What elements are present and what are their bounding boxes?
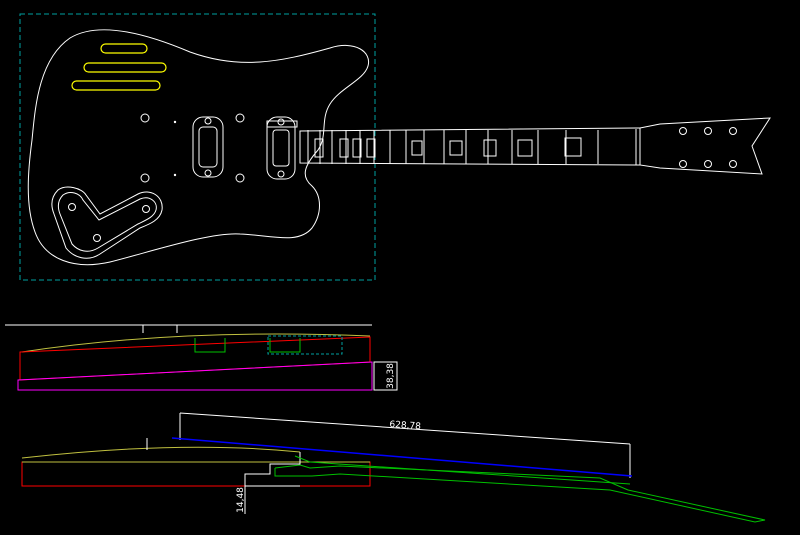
control-plate-outer [51, 186, 163, 259]
pickup-inner [198, 126, 218, 168]
control-knob-hole [93, 234, 101, 242]
pickup-slot-1 [100, 43, 148, 54]
cavity-dashed [267, 335, 343, 355]
fret-inlay [366, 138, 376, 158]
pickup-screw [277, 170, 285, 178]
neck-pickup-cavity [266, 116, 296, 180]
fret-inlay [517, 139, 533, 157]
tuner-hole [729, 127, 737, 135]
pickup-slot-3 [71, 80, 161, 91]
fret-inlay [411, 140, 423, 156]
fret-inlay [352, 138, 362, 158]
fret-inlay [339, 138, 349, 158]
knob-hole [235, 173, 245, 183]
thickness-dim-box [373, 361, 398, 391]
arched-top-curve-2 [21, 446, 301, 459]
body-bottom-magenta [17, 361, 373, 391]
neck-pickup-inner [272, 129, 290, 167]
pickup-screw [277, 118, 285, 126]
fret-inlay [564, 137, 582, 157]
neck-profile-green [274, 464, 766, 523]
scale-dim-line [179, 412, 631, 445]
body-bounding-frame [19, 13, 376, 281]
tuner-hole [704, 127, 712, 135]
pickup-screw [204, 117, 212, 125]
fret-inlay [449, 140, 463, 156]
cavity-green [194, 338, 226, 353]
body-side-red-2 [21, 461, 371, 487]
tuner-hole [679, 127, 687, 135]
fret-inlay [483, 139, 497, 157]
headstock-outline [639, 117, 771, 175]
tuner-hole [704, 160, 712, 168]
string-line [171, 437, 633, 477]
pickup-cavity [192, 116, 224, 178]
knob-hole [140, 113, 150, 123]
neck-outline [299, 127, 641, 166]
fret-inlays [314, 137, 582, 158]
body-outline [27, 29, 370, 266]
pickup-slot-2 [83, 62, 167, 73]
top-view [19, 13, 771, 281]
cavity-green-2 [269, 338, 301, 353]
neck-top [299, 117, 771, 175]
arched-top-curve [21, 333, 371, 353]
screw-dot [173, 173, 177, 177]
tuner-hole [729, 160, 737, 168]
neck-heel [244, 452, 301, 514]
tuner-hole [679, 160, 687, 168]
fretboard-line [294, 455, 631, 485]
side-view-neck: 628,78 14,48 [21, 412, 766, 523]
control-plate-inner [57, 192, 157, 252]
bridge-saddle [266, 120, 298, 128]
side-view-body: 38,38 [5, 324, 398, 391]
control-knob-hole [68, 203, 76, 211]
fret-inlay [314, 138, 324, 158]
control-knob-hole [142, 205, 150, 213]
knob-hole [235, 113, 245, 123]
scale-length-label: 628,78 [389, 420, 421, 432]
pickup-screw [204, 169, 212, 177]
neck-offset-label: 14,48 [236, 487, 246, 513]
knob-hole [140, 173, 150, 183]
fret-lines [307, 130, 637, 164]
body-thickness-label: 38,38 [386, 363, 396, 389]
screw-dot [173, 120, 177, 124]
